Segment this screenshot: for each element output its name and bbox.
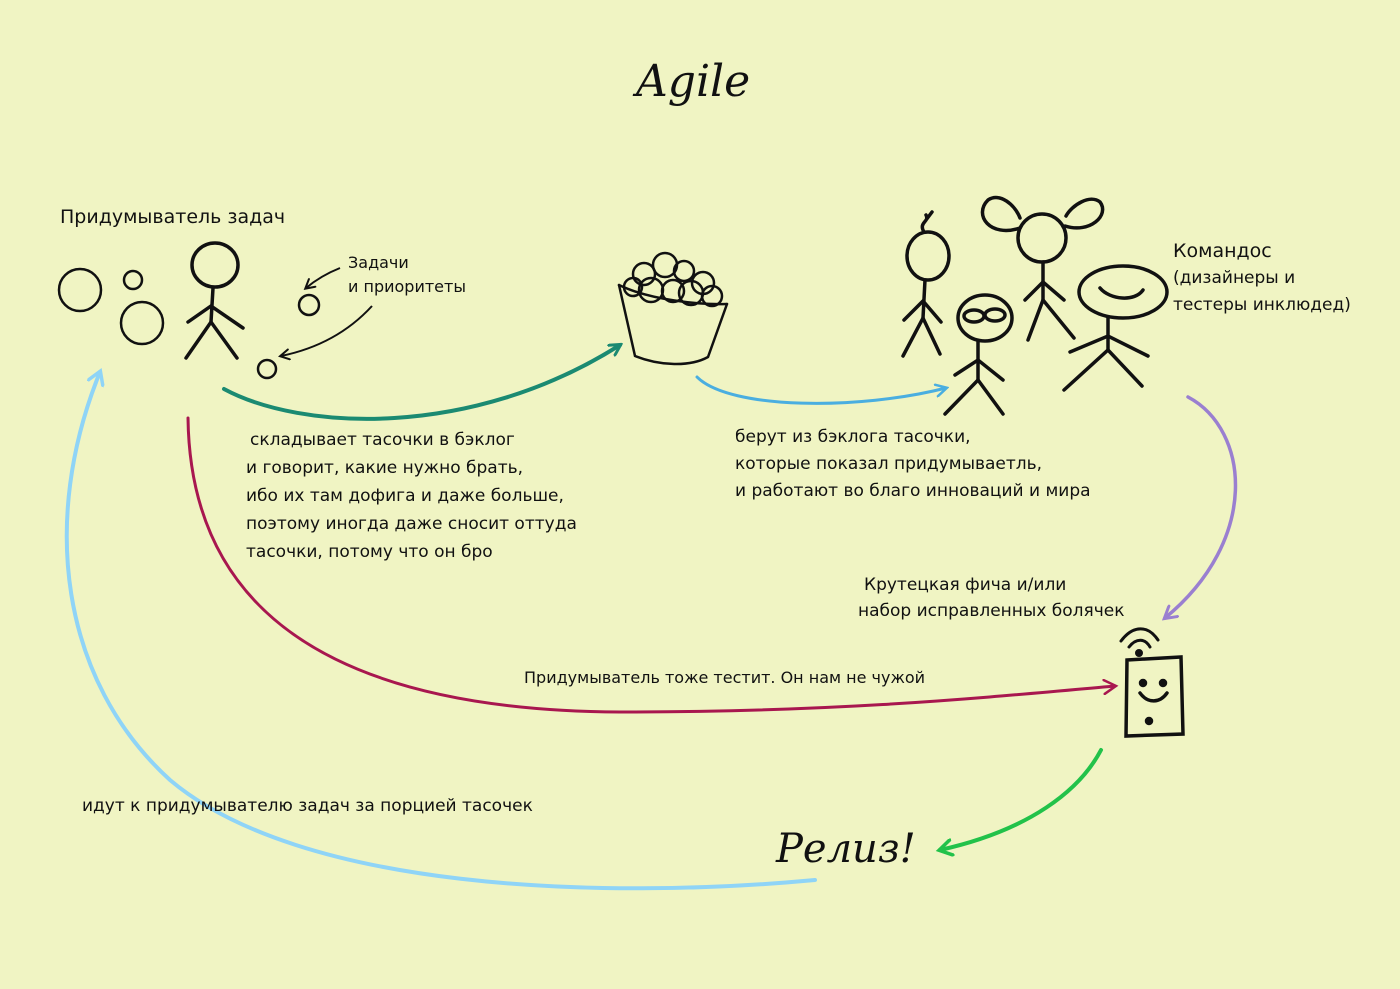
- pointer-arrow: [306, 267, 341, 288]
- team-label-line: (дизайнеры и: [1173, 268, 1296, 288]
- backlog-description-line: складывает тасочки в бэклог: [250, 430, 515, 450]
- tasks-label-line: Задачи: [348, 253, 409, 272]
- backlog-description: складывает тасочки в бэклог и говорит, к…: [246, 426, 577, 566]
- team-description-line: и работают во благо инноваций и мира: [735, 481, 1091, 501]
- inventor-tests-label: Придумыватель тоже тестит. Он нам не чуж…: [524, 668, 926, 687]
- stick-figure-icon: [980, 195, 1105, 342]
- team-label: Командос (дизайнеры и тестеры инклюдед): [1173, 238, 1351, 319]
- team-figures: [901, 195, 1169, 416]
- tasks-label-line: и приоритеты: [348, 277, 466, 296]
- stick-figure-icon: [943, 293, 1014, 416]
- stick-figure-icon: [1062, 264, 1169, 392]
- inventor-label: Придумыватель задач: [60, 206, 286, 228]
- tasks-label: Задачи и приоритеты: [348, 251, 466, 299]
- feature-label-line: Крутецкая фича и/или: [864, 575, 1067, 595]
- task-bubble-icon: [122, 269, 144, 291]
- wifi-icon: [1119, 627, 1160, 657]
- arrow-to-backlog: [222, 345, 620, 421]
- basket-icon: [617, 251, 729, 366]
- diagram-title: Agile: [636, 56, 751, 107]
- backlog-description-line: поэтому иногда даже сносит оттуда: [246, 514, 577, 534]
- arrow-to-release: [940, 748, 1103, 850]
- inventor-figure-icon: [184, 241, 245, 360]
- stick-figure-icon: [901, 210, 951, 358]
- task-bubbles: [57, 267, 321, 380]
- release-label: Релиз!: [776, 826, 916, 872]
- team-label-line: Командос: [1173, 240, 1272, 262]
- team-description-line: которые показал придумываетль,: [735, 454, 1043, 474]
- smartphone-icon: [1124, 655, 1185, 738]
- return-label: идут к придумывателю задач за порцией та…: [82, 796, 533, 816]
- arrow-to-feature: [1165, 395, 1238, 618]
- team-description-line: берут из бэклога тасочки,: [735, 427, 971, 447]
- task-bubble-icon: [256, 358, 278, 380]
- task-bubble-icon: [57, 267, 103, 313]
- team-description: берут из бэклога тасочки, которые показа…: [735, 424, 1091, 505]
- backlog-description-line: и говорит, какие нужно брать,: [246, 458, 524, 478]
- task-bubble-icon: [119, 300, 165, 346]
- backlog-description-line: тасочки, потому что он бро: [246, 542, 493, 562]
- team-label-line: тестеры инклюдед): [1173, 295, 1351, 315]
- arrow-to-team: [695, 375, 946, 405]
- feature-label-line: набор исправленных болячек: [858, 601, 1125, 621]
- task-bubble-icon: [297, 293, 321, 317]
- backlog-description-line: ибо их там дофига и даже больше,: [246, 486, 564, 506]
- arrow-release-to-inventor: [64, 372, 817, 891]
- feature-label: Крутецкая фича и/или набор исправленных …: [858, 572, 1125, 624]
- pointer-arrow: [281, 305, 373, 356]
- arrow-inventor-tests: [186, 416, 1115, 714]
